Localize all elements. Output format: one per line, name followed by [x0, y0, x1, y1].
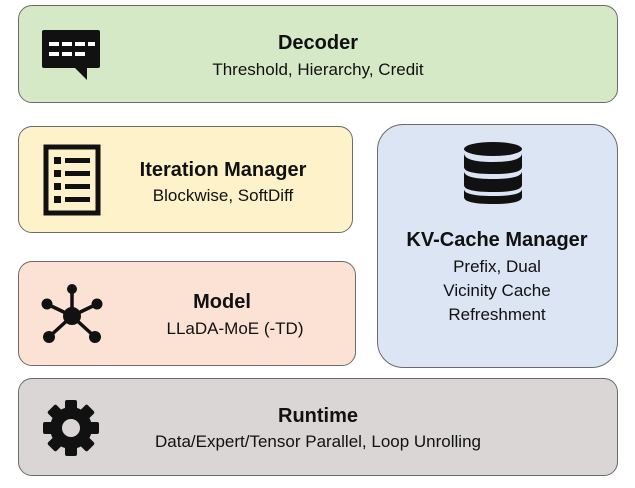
iteration-manager-box: Iteration Manager Blockwise, SoftDiff [18, 126, 353, 233]
database-icon [464, 142, 522, 204]
model-box: Model LLaDA-MoE (-TD) [18, 261, 356, 366]
gear-icon [43, 400, 99, 456]
decoder-subtitle: Threshold, Hierarchy, Credit [212, 60, 424, 79]
model-subtitle: LLaDA-MoE (-TD) [166, 319, 304, 338]
model-title: Model [193, 291, 251, 313]
kv-cache-line-3: Refreshment [448, 305, 546, 324]
message-icon [42, 30, 100, 80]
runtime-title: Runtime [278, 405, 358, 427]
runtime-subtitle: Data/Expert/Tensor Parallel, Loop Unroll… [154, 432, 482, 451]
kv-cache-line-1: Prefix, Dual [453, 257, 541, 276]
iteration-manager-title: Iteration Manager [139, 159, 307, 181]
iteration-manager-subtitle: Blockwise, SoftDiff [152, 186, 294, 205]
kv-cache-manager-title: KV-Cache Manager [406, 229, 588, 251]
kv-cache-manager-box: KV-Cache Manager Prefix, Dual Vicinity C… [377, 124, 618, 368]
runtime-box: Runtime Data/Expert/Tensor Parallel, Loo… [18, 378, 618, 476]
decoder-title: Decoder [277, 32, 359, 54]
checklist-icon [43, 144, 101, 216]
network-icon [41, 284, 103, 343]
kv-cache-line-2: Vicinity Cache [443, 281, 551, 300]
decoder-box: Decoder Threshold, Hierarchy, Credit [18, 5, 618, 103]
